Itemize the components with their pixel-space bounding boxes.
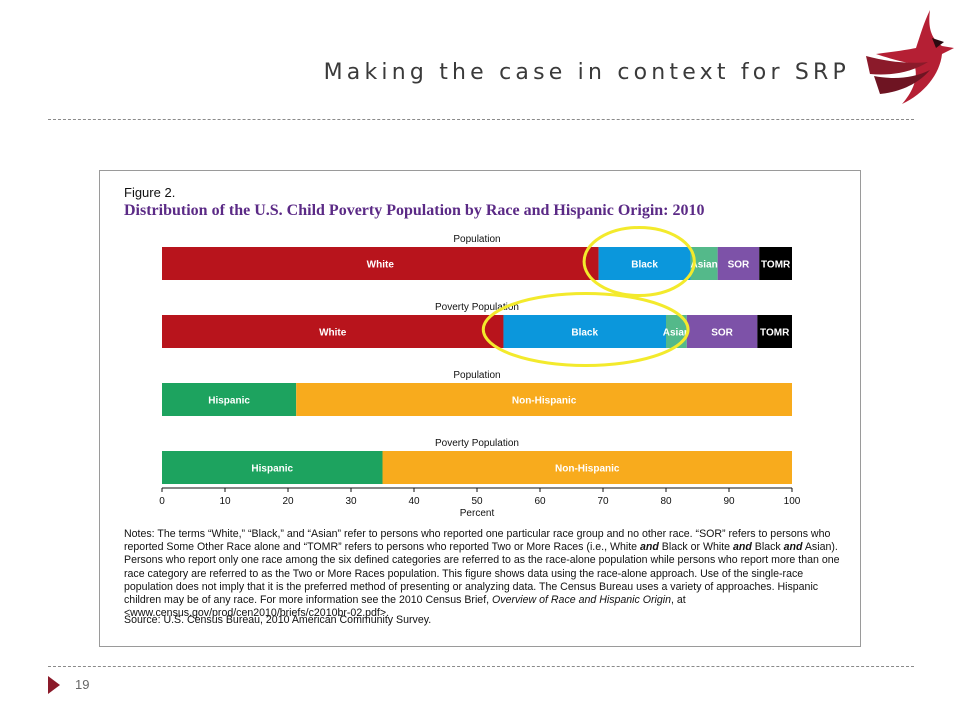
row-label: Population [453, 234, 500, 245]
figure-panel: Figure 2. Distribution of the U.S. Child… [99, 170, 861, 647]
play-arrow-icon [48, 676, 60, 694]
notes-fragment: and [733, 541, 752, 554]
bottom-divider [48, 666, 914, 667]
notes-fragment: Notes: The terms “White,” “Black,” and “… [124, 528, 831, 554]
row-label: Poverty Population [435, 302, 519, 313]
x-tick-label: 30 [345, 496, 357, 507]
bar-segment-non-hispanic [382, 451, 792, 484]
bar-segment-tomr [757, 315, 792, 348]
segment-label: Asian [690, 260, 717, 271]
x-tick-label: 0 [159, 496, 165, 507]
x-tick-label: 80 [660, 496, 672, 507]
bar-segment-white [162, 247, 599, 280]
segment-label: Non-Hispanic [512, 396, 577, 407]
notes-fragment: Black or White [658, 541, 734, 554]
notes-fragment: and [783, 541, 803, 554]
x-tick-label: 60 [534, 496, 546, 507]
slide-title: Making the case in context for SRP [323, 60, 850, 85]
bar-segment-sor [717, 247, 760, 280]
bar-segment-black [598, 247, 691, 280]
notes-fragment: Overview of Race and Hispanic Origin [492, 594, 672, 607]
x-tick-label: 70 [597, 496, 609, 507]
highlight-ellipse [582, 226, 696, 297]
segment-label: White [319, 328, 347, 339]
bar-segment-tomr [759, 247, 792, 280]
x-tick-label: 90 [723, 496, 735, 507]
x-axis-label: Percent [460, 508, 495, 519]
segment-label: White [367, 260, 395, 271]
notes-fragment: Black [751, 541, 784, 554]
bar-segment-asian [666, 315, 687, 348]
notes-fragment: and [639, 541, 659, 554]
x-tick-label: 10 [219, 496, 231, 507]
segment-label: Asian [663, 328, 690, 339]
bar-segment-non-hispanic [296, 383, 792, 416]
figure-title: Distribution of the U.S. Child Poverty P… [124, 202, 705, 219]
x-tick-label: 40 [408, 496, 420, 507]
row-label: Poverty Population [435, 438, 519, 449]
notes-fragment: Asian). Persons who report only one race… [124, 541, 840, 607]
x-tick-label: 20 [282, 496, 294, 507]
x-tick-label: 50 [471, 496, 483, 507]
bar-segment-sor [686, 315, 758, 348]
figure-source: Source: U.S. Census Bureau, 2010 America… [124, 614, 432, 626]
highlight-ellipse [481, 292, 690, 367]
segment-label: Black [571, 328, 598, 339]
page-number: 19 [75, 677, 90, 692]
segment-label: SOR [711, 328, 733, 339]
segment-label: Hispanic [251, 464, 293, 475]
cardinal-logo-icon [866, 10, 954, 104]
segment-label: Hispanic [208, 396, 250, 407]
figure-label: Figure 2. [124, 185, 176, 200]
bar-segment-white [162, 315, 504, 348]
bar-segment-hispanic [162, 451, 383, 484]
segment-label: Black [631, 260, 658, 271]
top-divider [48, 119, 914, 120]
figure-notes: Notes: The terms “White,” “Black,” and “… [124, 528, 846, 620]
segment-label: TOMR [761, 260, 791, 271]
segment-label: SOR [728, 260, 750, 271]
bar-segment-hispanic [162, 383, 297, 416]
notes-fragment: , at <www.census.gov/prod/cen2010/briefs… [124, 594, 686, 620]
segment-label: Non-Hispanic [555, 464, 620, 475]
segment-label: TOMR [760, 328, 790, 339]
x-tick-label: 100 [784, 496, 801, 507]
row-label: Population [453, 370, 500, 381]
bar-segment-black [503, 315, 666, 348]
